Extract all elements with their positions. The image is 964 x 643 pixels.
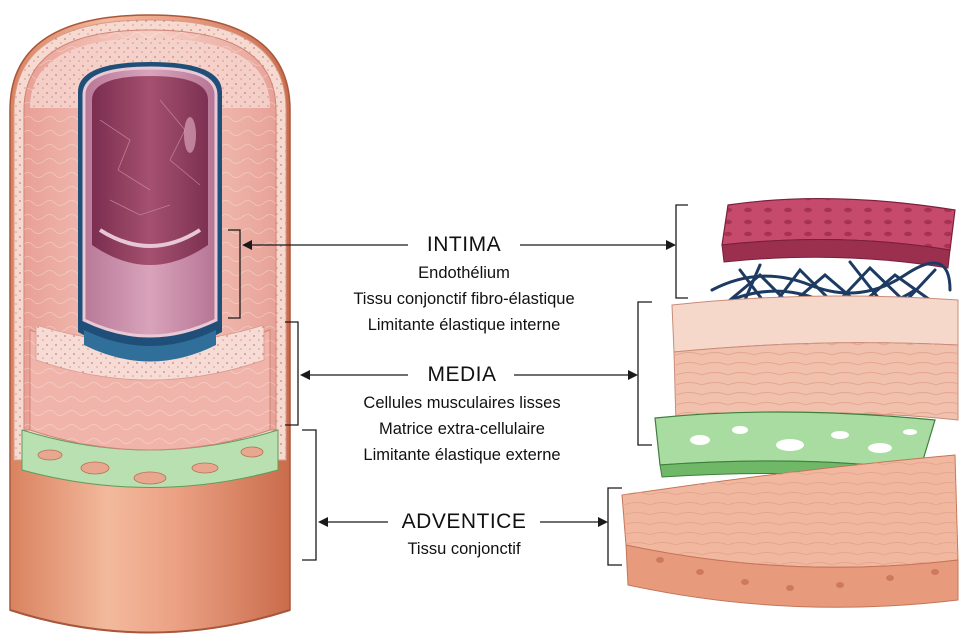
media-title: MEDIA <box>421 363 502 387</box>
arrowhead-adventice-right <box>598 517 608 527</box>
adventice-bracket-right <box>608 488 622 565</box>
adventice-title: ADVENTICE <box>396 510 533 534</box>
arrowhead-adventice-left <box>318 517 328 527</box>
media-component: Cellules musculaires lisses <box>363 390 560 416</box>
intima-title: INTIMA <box>421 233 507 257</box>
adventice-bracket-left <box>302 430 316 560</box>
media-component: Limitante élastique externe <box>363 442 560 468</box>
intima-bracket-left <box>228 230 240 318</box>
intima-bracket-right <box>676 205 688 298</box>
media-bracket-right <box>638 302 652 445</box>
intima-component: Limitante élastique interne <box>368 312 561 338</box>
media-component: Matrice extra-cellulaire <box>379 416 545 442</box>
media-bracket-left <box>285 322 298 425</box>
adventice-component: Tissu conjonctif <box>407 536 520 562</box>
arrowhead-intima-left <box>242 240 252 250</box>
intima-component: Tissu conjonctif fibro-élastique <box>353 286 574 312</box>
arrowhead-media-left <box>300 370 310 380</box>
intima-component: Endothélium <box>418 260 510 286</box>
arrowhead-media-right <box>628 370 638 380</box>
arrowhead-intima-right <box>666 240 676 250</box>
